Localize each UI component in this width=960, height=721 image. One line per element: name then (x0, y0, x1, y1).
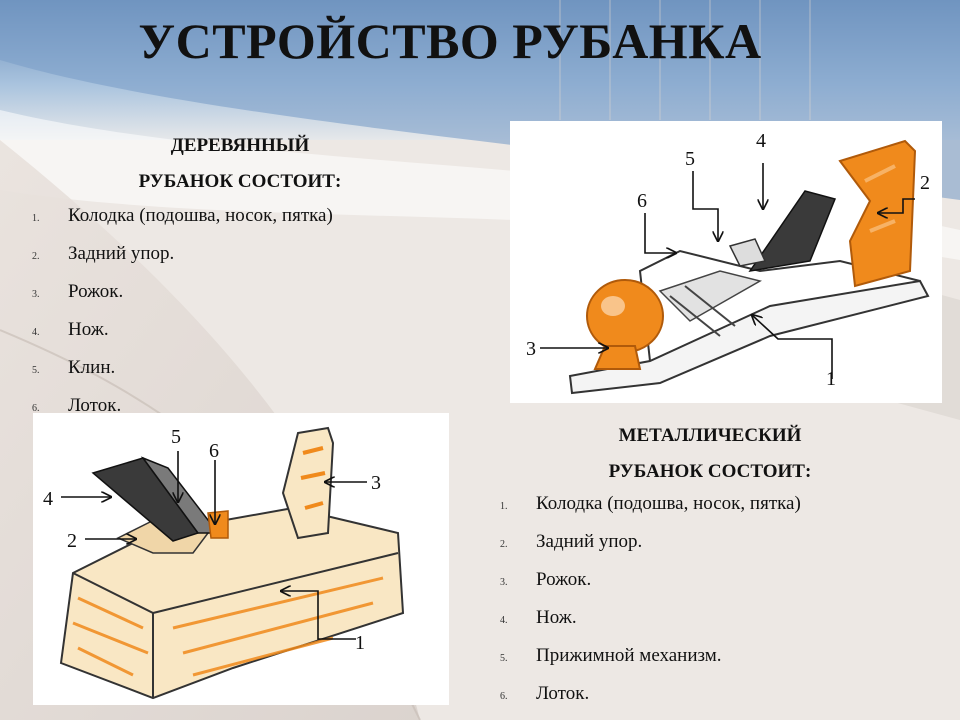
list-item: 6. Лоток. (32, 395, 333, 433)
list-item: 5. Клин. (32, 357, 333, 395)
list-text: Нож. (68, 319, 109, 340)
list-number: 5. (32, 365, 40, 376)
list-text: Клин. (68, 357, 116, 378)
list-text: Колодка (подошва, носок, пятка) (536, 493, 801, 514)
wooden-heading-line2: РУБАНОК СОСТОИТ: (138, 171, 342, 192)
wooden-label-4: 4 (43, 488, 53, 510)
list-number: 6. (500, 691, 508, 702)
metal-label-3: 3 (526, 338, 536, 360)
list-text: Лоток. (68, 395, 122, 416)
metal-parts-list: 1. Колодка (подошва, носок, пятка) 2. Задн… (500, 493, 801, 721)
page-title: УСТРОЙСТВО РУБАНКА (138, 13, 762, 69)
metal-heading-line1: МЕТАЛЛИЧЕСКИЙ (618, 425, 802, 446)
metal-label-1: 1 (826, 368, 836, 390)
list-number: 2. (32, 251, 40, 262)
list-item: 3. Рожок. (32, 281, 333, 319)
list-number: 4. (32, 327, 40, 338)
wooden-label-2: 2 (67, 530, 77, 552)
list-item: 6. Лоток. (500, 683, 801, 721)
metal-heading-line2: РУБАНОК СОСТОИТ: (608, 461, 812, 482)
list-text: Нож. (536, 607, 577, 628)
metal-heading: МЕТАЛЛИЧЕСКИЙ РУБАНОК СОСТОИТ: (560, 418, 860, 490)
metal-label-4: 4 (756, 130, 766, 152)
list-number: 4. (500, 615, 508, 626)
wooden-heading: ДЕРЕВЯННЫЙ РУБАНОК СОСТОИТ: (100, 128, 380, 200)
wooden-label-6: 6 (209, 440, 219, 462)
list-text: Задний упор. (536, 531, 643, 552)
list-item: 2. Задний упор. (500, 531, 801, 569)
list-item: 2. Задний упор. (32, 243, 333, 281)
list-text: Рожок. (68, 281, 124, 302)
list-item: 4. Нож. (500, 607, 801, 645)
list-text: Задний упор. (68, 243, 175, 264)
list-number: 5. (500, 653, 508, 664)
list-item: 1. Колодка (подошва, носок, пятка) (500, 493, 801, 531)
list-number: 1. (500, 501, 508, 512)
wooden-label-1: 1 (355, 632, 365, 654)
metal-label-5: 5 (685, 148, 695, 170)
wooden-label-5: 5 (171, 426, 181, 448)
wooden-plane-drawing: 1 2 3 4 5 6 (43, 426, 405, 700)
metal-plane-figure: 1 2 3 4 5 6 (510, 121, 942, 403)
list-text: Рожок. (536, 569, 592, 590)
metal-plane-drawing: 1 2 3 4 5 6 (526, 130, 930, 395)
wooden-plane-figure: 1 2 3 4 5 6 (33, 413, 449, 705)
list-number: 3. (500, 577, 508, 588)
list-item: 5. Прижимной механизм. (500, 645, 801, 683)
list-text: Прижимной механизм. (536, 645, 722, 666)
list-number: 2. (500, 539, 508, 550)
wooden-heading-line1: ДЕРЕВЯННЫЙ (170, 135, 310, 156)
list-text: Колодка (подошва, носок, пятка) (68, 205, 333, 226)
list-item: 3. Рожок. (500, 569, 801, 607)
list-number: 3. (32, 289, 40, 300)
list-item: 1. Колодка (подошва, носок, пятка) (32, 205, 333, 243)
wooden-parts-list: 1. Колодка (подошва, носок, пятка) 2. Задн… (32, 205, 333, 433)
list-number: 6. (32, 403, 40, 414)
wooden-label-3: 3 (371, 472, 381, 494)
list-item: 4. Нож. (32, 319, 333, 357)
list-number: 1. (32, 213, 40, 224)
metal-label-2: 2 (920, 172, 930, 194)
list-text: Лоток. (536, 683, 590, 704)
metal-label-6: 6 (637, 190, 647, 212)
